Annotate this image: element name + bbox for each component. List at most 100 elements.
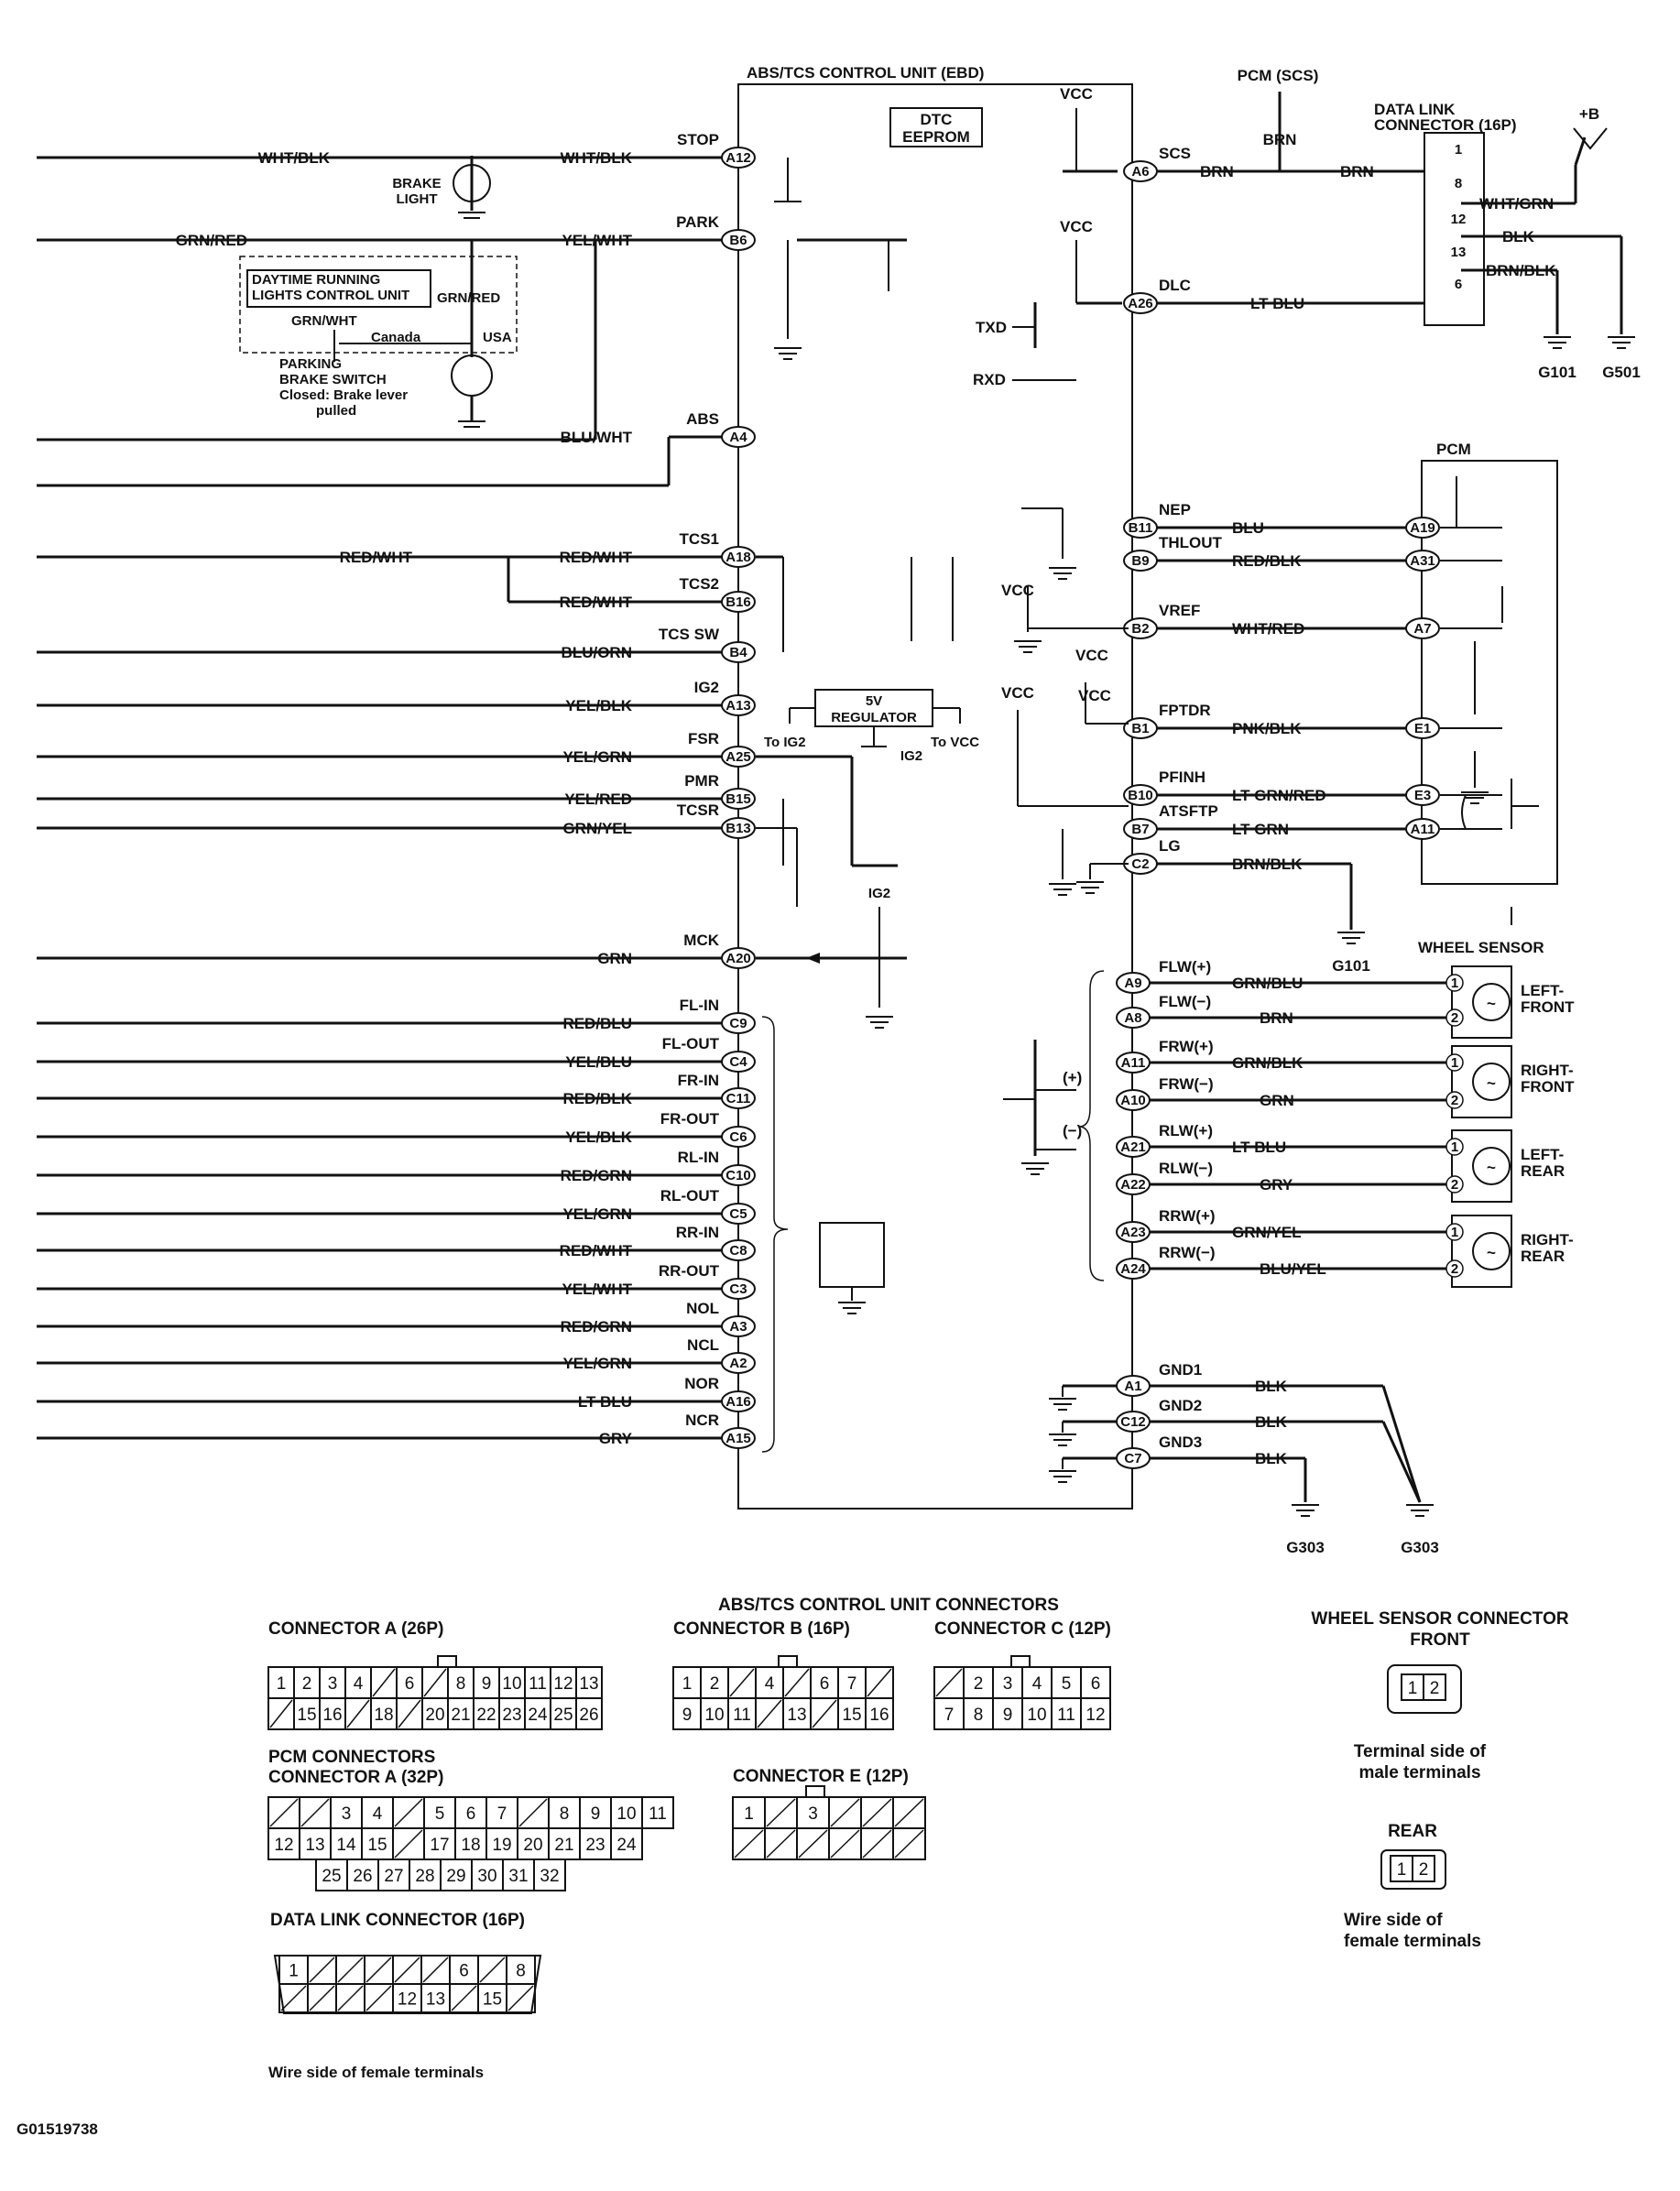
ws-front-label: FRONT bbox=[1410, 1630, 1470, 1650]
left-term-c9-wire: RED/BLU bbox=[562, 1015, 632, 1032]
left-term-b15-wire: YEL/RED bbox=[564, 790, 632, 808]
pcm-a-r1-num-9: 8 bbox=[560, 1804, 570, 1824]
left-term-a3-signal: NOL bbox=[686, 1300, 719, 1317]
dlc-r2-num-4: 12 bbox=[398, 1990, 417, 2010]
pcm-a-r3-num-7: 32 bbox=[540, 1867, 559, 1886]
vcc-label-2: VCC bbox=[1075, 647, 1108, 664]
pcm-a-r2-num-7: 19 bbox=[492, 1836, 511, 1855]
left-term-b6-signal: PARK bbox=[676, 213, 720, 231]
left-term-c4-pin-shape bbox=[721, 1051, 756, 1073]
ws-front-cell-1 bbox=[1423, 1673, 1446, 1701]
conn-c-r1-num-5: 6 bbox=[1091, 1674, 1101, 1694]
pcm-a-r3-num-4: 29 bbox=[446, 1867, 465, 1886]
conn-a-r2-cell-12 bbox=[575, 1697, 603, 1730]
pcm-a-r1-num-11: 10 bbox=[616, 1804, 636, 1824]
wheel-name2-0: FRONT bbox=[1521, 998, 1575, 1016]
gnd-term-c7-signal: GND3 bbox=[1159, 1433, 1202, 1451]
conn-b-r2-num-2: 11 bbox=[733, 1706, 751, 1725]
conn-c-title: CONNECTOR C (12P) bbox=[934, 1619, 1111, 1639]
left-term-b13-signal: TCSR bbox=[677, 801, 719, 819]
pcm-a-r2-num-3: 15 bbox=[367, 1836, 387, 1855]
pcm-term-b10-signal: PFINH bbox=[1159, 768, 1205, 786]
wheel-term-a22-pin-label: A22 bbox=[1120, 1177, 1146, 1193]
pcm-e-r1-num-2: 3 bbox=[808, 1804, 818, 1824]
wheel-sensor-coil-icon-3 bbox=[1472, 1232, 1511, 1270]
red-wht-left-wire: RED/WHT bbox=[340, 549, 413, 566]
pcm-a-r2-num-0: 12 bbox=[274, 1836, 293, 1855]
gnd-g101-dlc: G101 bbox=[1538, 364, 1576, 381]
pcm-a-r2-num-2: 14 bbox=[336, 1836, 356, 1855]
left-term-c4-signal: FL-OUT bbox=[662, 1035, 720, 1052]
left-term-c3-pin-label: C3 bbox=[729, 1281, 747, 1297]
to-ig2-label: To IG2 bbox=[764, 735, 806, 750]
wheel-pin1-1: 1 bbox=[1451, 1055, 1458, 1071]
dlc-wht-grn: WHT/GRN bbox=[1479, 195, 1554, 213]
gnd-term-c12-pin-shape bbox=[1116, 1411, 1151, 1433]
left-term-b4-pin-shape bbox=[721, 641, 756, 663]
left-term-b6-pin-label: B6 bbox=[729, 233, 747, 248]
pbs-label-3: Closed: Brake lever bbox=[279, 387, 408, 403]
pcm-a-r1-num-7: 7 bbox=[497, 1804, 507, 1824]
pcm-scs-brn: BRN bbox=[1263, 131, 1297, 148]
left-term-c11-signal: FR-IN bbox=[678, 1072, 719, 1089]
left-term-c11-pin-label: C11 bbox=[726, 1091, 751, 1106]
pcm-term-b1-pin-shape bbox=[1123, 717, 1158, 739]
left-term-b13-pin-label: B13 bbox=[725, 821, 751, 836]
conn-a-r2-num-12: 26 bbox=[579, 1706, 598, 1725]
left-term-a3-pin-shape bbox=[721, 1315, 756, 1337]
dlc-r2-cell-8 bbox=[506, 1983, 536, 2013]
pcm-term-b2-pcm-pin-label: A7 bbox=[1413, 621, 1431, 637]
left-term-a16-pin-shape bbox=[721, 1390, 756, 1412]
wheel-term-a8-wire: BRN bbox=[1260, 1009, 1293, 1027]
left-term-c9-pin-shape bbox=[721, 1012, 756, 1034]
vcc-label-5: VCC bbox=[1001, 684, 1034, 702]
conn-a-r2-num-8: 22 bbox=[476, 1706, 496, 1725]
dtc-label: DTC bbox=[921, 111, 953, 128]
left-term-c6-signal: FR-OUT bbox=[660, 1110, 720, 1128]
wheel-name2-3: REAR bbox=[1521, 1248, 1565, 1265]
right-term-a26-signal: DLC bbox=[1159, 277, 1191, 294]
gnd-term-c7-wire: BLK bbox=[1255, 1450, 1288, 1467]
footer-note: Wire side of female terminals bbox=[268, 2064, 484, 2081]
gnd-g501-dlc: G501 bbox=[1602, 364, 1641, 381]
left-term-c6-pin-shape bbox=[721, 1126, 756, 1148]
dlc-brn-blk: BRN/BLK bbox=[1486, 262, 1556, 279]
left-term-a12-wire: WHT/BLK bbox=[561, 149, 633, 167]
wheel-name1-2: LEFT- bbox=[1521, 1146, 1564, 1163]
pcm-term-b11-pin-label: B11 bbox=[1129, 520, 1153, 536]
gnd-term-a1-signal: GND1 bbox=[1159, 1361, 1202, 1379]
left-term-c8-pin-label: C8 bbox=[729, 1243, 747, 1259]
left-term-c3-wire: YEL/WHT bbox=[562, 1281, 633, 1298]
conn-c-r2-num-0: 7 bbox=[944, 1706, 955, 1725]
dlc-pin-12: 12 bbox=[1451, 212, 1467, 227]
left-term-c6-wire: YEL/BLK bbox=[565, 1128, 632, 1146]
pcm-a-r1-num-3: 4 bbox=[373, 1804, 383, 1824]
pcm-term-b11-signal: NEP bbox=[1159, 501, 1191, 518]
left-term-a13-wire: YEL/BLK bbox=[565, 697, 632, 714]
left-term-a12-pin-label: A12 bbox=[725, 150, 751, 166]
pcm-term-b7-pin-label: B7 bbox=[1131, 822, 1149, 837]
pcm-term-b2-signal: VREF bbox=[1159, 602, 1200, 619]
left-term-b6-pin-shape bbox=[721, 229, 756, 251]
left-term-b16-pin-label: B16 bbox=[725, 594, 751, 610]
pcm-term-b2-pin-label: B2 bbox=[1131, 621, 1149, 637]
left-term-b16-signal: TCS2 bbox=[680, 575, 719, 593]
gnd-term-c12-signal: GND2 bbox=[1159, 1397, 1202, 1414]
conn-c-r1-num-1: 2 bbox=[974, 1674, 984, 1694]
ws-rear-label: REAR bbox=[1388, 1822, 1437, 1841]
wheel-sensor-coil-icon-0 bbox=[1472, 983, 1511, 1021]
left-terminals: A12STOPWHT/BLKB6PARKYEL/WHTA4ABSBLU/WHTA… bbox=[37, 131, 954, 1449]
wheel-name1-3: RIGHT- bbox=[1521, 1231, 1574, 1248]
conn-a-r2-num-2: 16 bbox=[322, 1706, 342, 1725]
figure-code: G01519738 bbox=[16, 2120, 98, 2138]
left-term-a20-wire: GRN bbox=[597, 950, 632, 967]
ws-rear-cell-1 bbox=[1412, 1855, 1435, 1882]
wheel-sensor-tilde-1: ~ bbox=[1487, 1074, 1496, 1092]
wheel-term-a10-pin-label: A10 bbox=[1120, 1093, 1146, 1108]
brake-light-label-1: BRAKE bbox=[392, 176, 441, 191]
pcm-a-title: CONNECTOR A (32P) bbox=[268, 1768, 443, 1787]
pcm-term-b9-pin-label: B9 bbox=[1131, 553, 1149, 569]
conn-b-r1-num-0: 1 bbox=[682, 1674, 693, 1694]
wheel-name2-2: REAR bbox=[1521, 1162, 1565, 1180]
